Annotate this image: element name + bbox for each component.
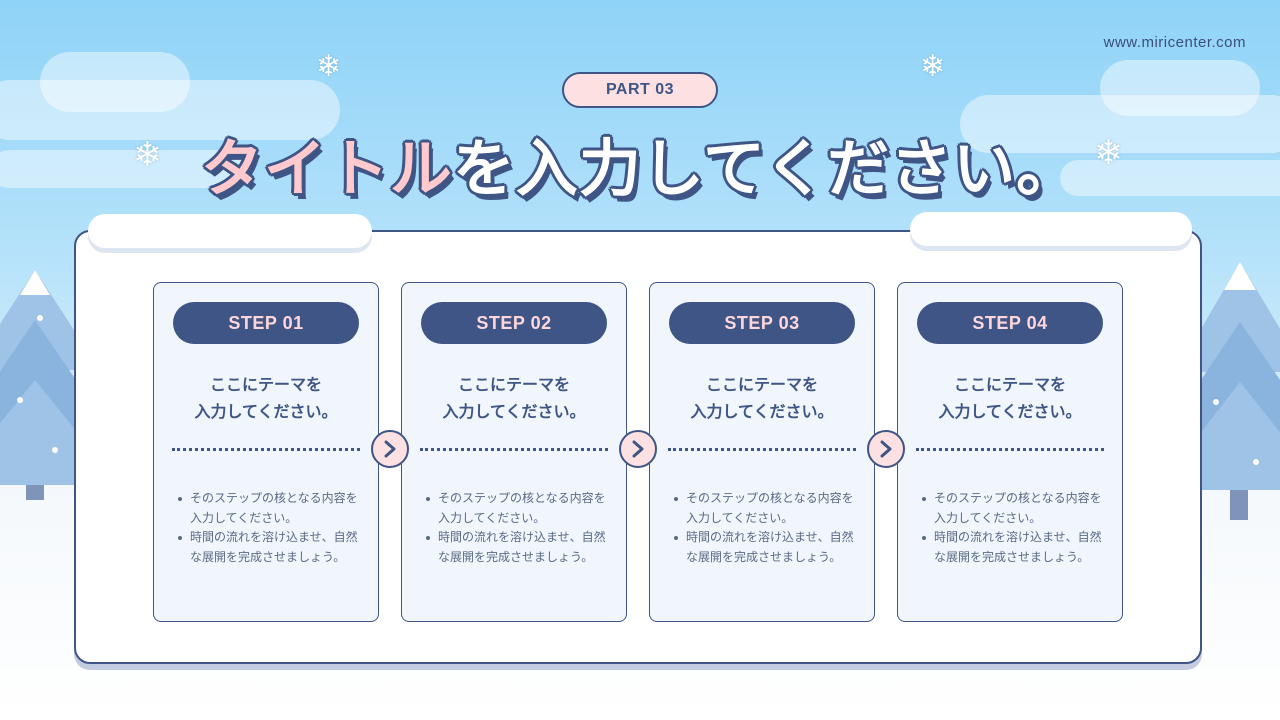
step-description-list: そのステップの核となる内容を入力してください。 時間の流れを溶け込ませ、自然な展… [672,489,858,567]
snowflake-icon: ❄ [133,135,162,175]
step-theme-line: 入力してください。 [442,402,586,421]
chevron-right-icon [619,430,657,468]
cloud [960,95,1280,153]
dotted-divider [420,448,608,451]
step-card-2: STEP 02 ここにテーマを 入力してください。 そのステップの核となる内容を… [401,282,627,622]
step-theme-line: ここにテーマを [209,375,322,394]
step-theme-line: 入力してください。 [194,402,338,421]
step-card-4: STEP 04 ここにテーマを 入力してください。 そのステップの核となる内容を… [897,282,1123,622]
list-item: そのステップの核となる内容を入力してください。 [176,489,362,528]
cloud [0,150,250,188]
snowflake-icon: ❄ [1094,133,1123,173]
list-item: 時間の流れを溶け込ませ、自然な展開を完成させましょう。 [176,528,362,567]
cloud [1100,60,1260,116]
step-label: STEP 02 [421,302,607,344]
step-theme-line: ここにテーマを [457,375,570,394]
list-item: そのステップの核となる内容を入力してください。 [920,489,1106,528]
step-theme: ここにテーマを 入力してください。 [154,371,378,425]
site-url: www.miricenter.com [1103,34,1246,51]
snowy-tree-icon [1196,262,1280,520]
chevron-right-icon [371,430,409,468]
step-description-list: そのステップの核となる内容を入力してください。 時間の流れを溶け込ませ、自然な展… [920,489,1106,567]
snowy-tree-icon [0,270,90,500]
title-rest: を入力してください。 [452,132,1080,205]
step-card-3: STEP 03 ここにテーマを 入力してください。 そのステップの核となる内容を… [649,282,875,622]
snowflake-icon: ❄ [316,49,342,84]
step-theme: ここにテーマを 入力してください。 [402,371,626,425]
dotted-divider [668,448,856,451]
step-label: STEP 04 [917,302,1103,344]
step-description-list: そのステップの核となる内容を入力してください。 時間の流れを溶け込ませ、自然な展… [424,489,610,567]
dotted-divider [916,448,1104,451]
snow-cap [88,214,372,248]
part-badge: PART 03 [562,72,718,108]
cloud [0,80,340,140]
snowflake-icon: ❄ [920,49,946,84]
step-description-list: そのステップの核となる内容を入力してください。 時間の流れを溶け込ませ、自然な展… [176,489,362,567]
page-title: タイトルを入力してください。 [0,118,1280,208]
list-item: 時間の流れを溶け込ませ、自然な展開を完成させましょう。 [920,528,1106,567]
snow-cap [910,212,1192,246]
step-theme-line: ここにテーマを [705,375,818,394]
step-card-1: STEP 01 ここにテーマを 入力してください。 そのステップの核となる内容を… [153,282,379,622]
step-label: STEP 01 [173,302,359,344]
cloud [40,52,190,112]
list-item: そのステップの核となる内容を入力してください。 [672,489,858,528]
step-theme: ここにテーマを 入力してください。 [898,371,1122,425]
title-accent: タイトル [200,132,453,205]
dotted-divider [172,448,360,451]
step-theme-line: 入力してください。 [938,402,1082,421]
list-item: そのステップの核となる内容を入力してください。 [424,489,610,528]
list-item: 時間の流れを溶け込ませ、自然な展開を完成させましょう。 [424,528,610,567]
step-theme-line: ここにテーマを [953,375,1066,394]
chevron-right-icon [867,430,905,468]
step-label: STEP 03 [669,302,855,344]
step-theme: ここにテーマを 入力してください。 [650,371,874,425]
step-theme-line: 入力してください。 [690,402,834,421]
list-item: 時間の流れを溶け込ませ、自然な展開を完成させましょう。 [672,528,858,567]
cloud [1060,160,1280,196]
